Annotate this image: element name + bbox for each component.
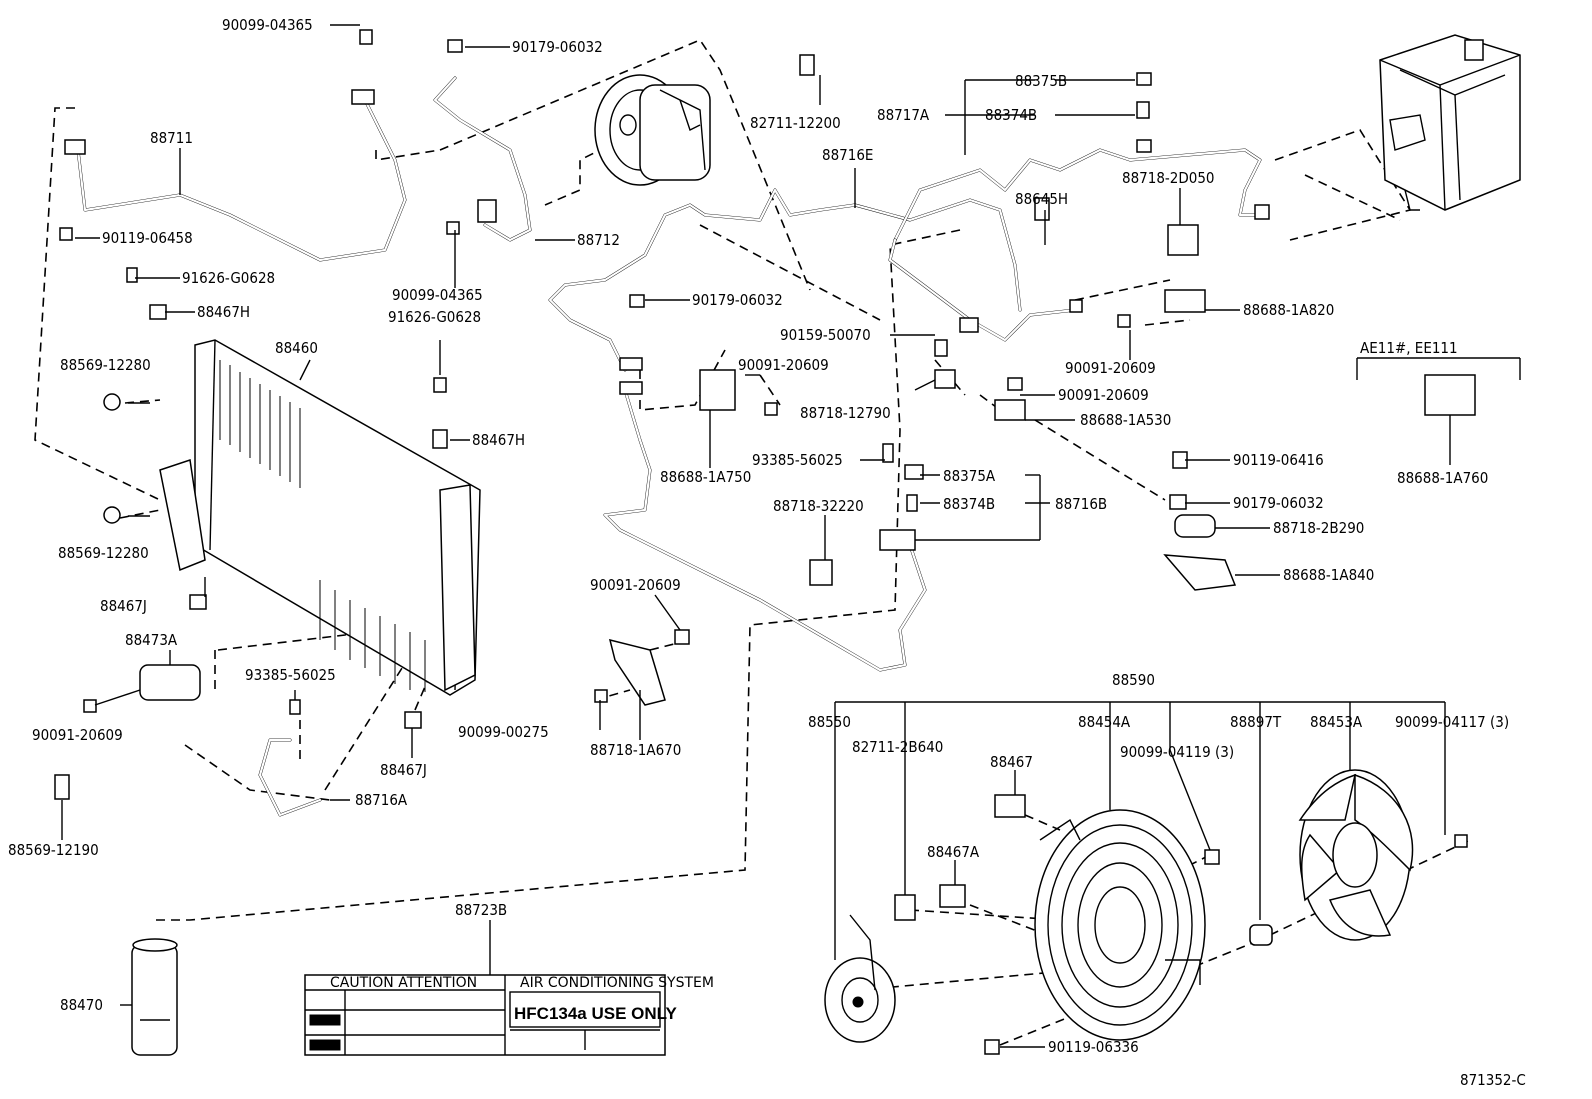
label-variant-models: AE11#, EE111 bbox=[1360, 339, 1458, 357]
fasteners bbox=[54, 29, 1476, 1055]
fan-motor bbox=[824, 914, 896, 1043]
label-88688-1A530: 88688-1A530 bbox=[1080, 411, 1171, 429]
receiver-drier bbox=[131, 938, 178, 1056]
label-90099-04365-top: 90099-04365 bbox=[222, 16, 313, 34]
label-88718-2B290: 88718-2B290 bbox=[1273, 519, 1364, 537]
condenser-fins bbox=[219, 360, 426, 692]
fan-blade bbox=[1298, 769, 1414, 941]
label-88590: 88590 bbox=[1112, 671, 1155, 689]
label-88711: 88711 bbox=[150, 129, 193, 147]
label-88569-12280-b: 88569-12280 bbox=[58, 544, 149, 562]
label-88467J-a: 88467J bbox=[100, 597, 147, 615]
label-88470: 88470 bbox=[60, 996, 103, 1014]
caution-main-text: HFC134a USE ONLY bbox=[514, 1004, 677, 1023]
label-90119-06336: 90119-06336 bbox=[1048, 1038, 1139, 1056]
label-88712: 88712 bbox=[577, 231, 620, 249]
label-88645H: 88645H bbox=[1015, 190, 1068, 208]
label-90099-04119: 90099-04119 (3) bbox=[1120, 743, 1234, 761]
compressor bbox=[594, 74, 711, 186]
pipes bbox=[76, 76, 1262, 817]
label-88716B: 88716B bbox=[1055, 495, 1107, 513]
label-90091-20609-c: 90091-20609 bbox=[590, 576, 681, 594]
label-88569-12190: 88569-12190 bbox=[8, 841, 99, 859]
label-88716A: 88716A bbox=[355, 791, 408, 809]
label-90179-06032-mid: 90179-06032 bbox=[692, 291, 783, 309]
pipe-88716E bbox=[548, 188, 1022, 372]
label-88897T: 88897T bbox=[1230, 713, 1282, 731]
label-93385-56025-b: 93385-56025 bbox=[245, 666, 336, 684]
label-90099-04365-mid: 90099-04365 bbox=[392, 286, 483, 304]
condenser bbox=[159, 339, 481, 696]
caution-label: CAUTION ATTENTION AIR CONDITIONING SYSTE… bbox=[304, 974, 714, 1056]
label-90179-06032-r: 90179-06032 bbox=[1233, 494, 1324, 512]
label-88375A: 88375A bbox=[943, 467, 996, 485]
evaporator-unit bbox=[1379, 34, 1521, 211]
hose-88712 bbox=[433, 76, 532, 242]
label-88550: 88550 bbox=[808, 713, 851, 731]
label-82711-2B640: 82711-2B640 bbox=[852, 738, 943, 756]
label-88467J-b: 88467J bbox=[380, 761, 427, 779]
caution-right-header: AIR CONDITIONING SYSTEM bbox=[520, 975, 714, 991]
label-90119-06416: 90119-06416 bbox=[1233, 451, 1324, 469]
label-88374B-top: 88374B bbox=[985, 106, 1037, 124]
label-88723B: 88723B bbox=[455, 901, 507, 919]
pipe-88717A bbox=[888, 148, 1262, 342]
caution-header: CAUTION ATTENTION bbox=[330, 975, 477, 991]
label-91626-G0628-b: 91626-G0628 bbox=[388, 308, 481, 326]
label-88718-2D050: 88718-2D050 bbox=[1122, 169, 1215, 187]
label-88467H-b: 88467H bbox=[472, 431, 525, 449]
label-90159-50070: 90159-50070 bbox=[780, 326, 871, 344]
label-90091-20609-r: 90091-20609 bbox=[1065, 359, 1156, 377]
label-88375B: 88375B bbox=[1015, 72, 1067, 90]
part-labels: 90099-04365 90179-06032 82711-12200 8837… bbox=[8, 16, 1526, 1089]
label-91626-G0628-a: 91626-G0628 bbox=[182, 269, 275, 287]
label-88688-1A840: 88688-1A840 bbox=[1283, 566, 1374, 584]
pipe-88716A bbox=[258, 738, 322, 817]
label-82711-12200: 82711-12200 bbox=[750, 114, 841, 132]
label-90099-04117: 90099-04117 (3) bbox=[1395, 713, 1509, 731]
label-90091-20609-m: 90091-20609 bbox=[738, 356, 829, 374]
label-88718-1A670: 88718-1A670 bbox=[590, 741, 681, 759]
label-88688-1A760: 88688-1A760 bbox=[1397, 469, 1488, 487]
label-88453A: 88453A bbox=[1310, 713, 1363, 731]
label-88460: 88460 bbox=[275, 339, 318, 357]
label-90099-00275: 90099-00275 bbox=[458, 723, 549, 741]
leader-lines bbox=[61, 24, 1521, 1048]
label-88454A: 88454A bbox=[1078, 713, 1131, 731]
hose-88711 bbox=[76, 98, 407, 262]
label-90179-06032-top: 90179-06032 bbox=[512, 38, 603, 56]
pipe-88716B bbox=[603, 388, 927, 672]
label-88467H-a: 88467H bbox=[197, 303, 250, 321]
label-88716E: 88716E bbox=[822, 146, 873, 164]
fan-shroud bbox=[1034, 809, 1206, 1041]
label-88718-32220: 88718-32220 bbox=[773, 497, 864, 515]
label-88717A: 88717A bbox=[877, 106, 930, 124]
label-88374B-mid: 88374B bbox=[943, 495, 995, 513]
diagram-code: 871352-C bbox=[1460, 1071, 1526, 1089]
label-88688-1A750: 88688-1A750 bbox=[660, 468, 751, 486]
label-88467A: 88467A bbox=[927, 843, 980, 861]
label-88569-12280-a: 88569-12280 bbox=[60, 356, 151, 374]
label-90119-06458: 90119-06458 bbox=[102, 229, 193, 247]
label-90091-20609-l: 90091-20609 bbox=[32, 726, 123, 744]
label-88467: 88467 bbox=[990, 753, 1033, 771]
label-90091-20609-r2: 90091-20609 bbox=[1058, 386, 1149, 404]
label-88473A: 88473A bbox=[125, 631, 178, 649]
label-93385-56025-a: 93385-56025 bbox=[752, 451, 843, 469]
label-88688-1A820: 88688-1A820 bbox=[1243, 301, 1334, 319]
label-88718-12790: 88718-12790 bbox=[800, 404, 891, 422]
